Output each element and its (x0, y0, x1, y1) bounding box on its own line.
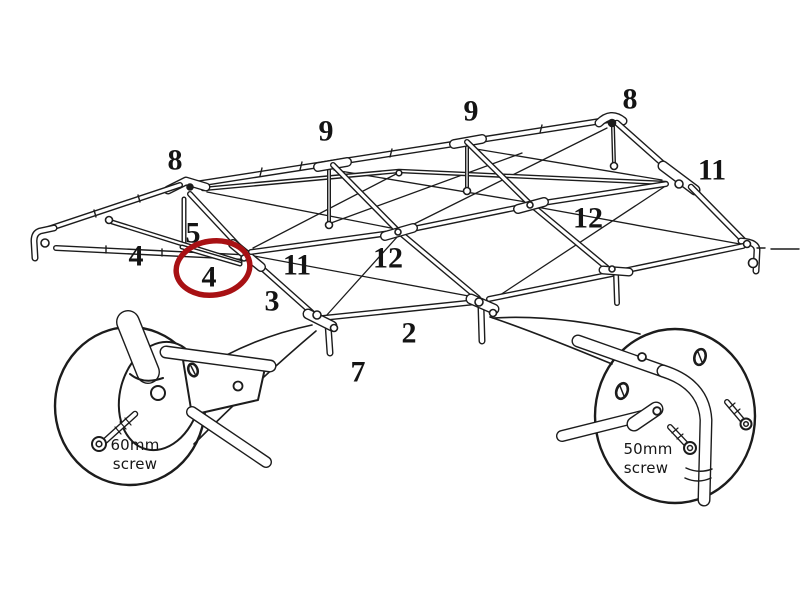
part-label-eave-rail-mid: 12 (373, 242, 403, 275)
bolt (608, 265, 616, 273)
bolt (674, 179, 684, 189)
cable (469, 147, 663, 181)
screw-thread (676, 433, 684, 440)
detail-edge (684, 477, 712, 482)
screw-thread (733, 408, 741, 415)
joint-tick (137, 194, 141, 203)
sleeve-front-right-core (599, 266, 633, 276)
king-post-gable-core (612, 126, 615, 164)
joint-tick (539, 124, 543, 134)
screw-word-right-detail-screw-note: screw (624, 459, 668, 477)
detail-hole (652, 406, 662, 416)
part-label-right-gable-slope: 11 (698, 154, 726, 187)
rear-slope-left-core (46, 183, 182, 231)
bolt (526, 201, 534, 209)
part-label-circled-gable-brace: 4 (202, 261, 217, 294)
screw-size-left-detail-screw-note: 60mm (110, 436, 159, 454)
highlight-ellipse (173, 238, 253, 298)
joint-tick (389, 148, 393, 158)
screw-shaft-50mm-core (668, 425, 689, 447)
bolt (329, 323, 339, 333)
detail-nut-slot (190, 365, 196, 375)
joint-tick (259, 167, 263, 177)
ridge-pole-core (188, 117, 616, 187)
bolt (609, 161, 619, 171)
front-eave-rail-core (249, 182, 668, 254)
joint-tick (93, 209, 97, 218)
screw-thread (728, 402, 736, 409)
bolt (488, 308, 498, 318)
screw-head-center (95, 440, 103, 448)
leg-front-right-core (614, 272, 619, 305)
detail-edge (685, 467, 713, 472)
screw-head-center (742, 420, 750, 428)
cable (530, 205, 741, 245)
screw-size-right-detail-screw-note: 50mm (623, 440, 672, 458)
lower-rail-left-core (321, 300, 478, 320)
bolt (742, 239, 752, 249)
detail-arm-tube-core (160, 346, 276, 372)
detail-strap-tube-core (117, 311, 159, 383)
detail-rail-tube-core (572, 335, 669, 377)
cable (252, 172, 399, 249)
part-label-lower-front-rail: 2 (402, 317, 417, 350)
detail-edge (129, 373, 164, 382)
bolt (324, 220, 334, 230)
bolt (747, 257, 759, 269)
screw-thread (124, 417, 132, 426)
part-label-left-peak-joint: 8 (168, 144, 183, 177)
bracket-front-left-core (303, 309, 337, 331)
detail-hole (637, 352, 647, 362)
detail-nut-slot (697, 351, 703, 363)
lower-rail-mid-core (487, 272, 614, 301)
bolt (394, 228, 402, 236)
screw-thread (114, 426, 122, 435)
bolt (186, 183, 194, 191)
part-label-left-king-post: 5 (186, 217, 201, 250)
frame-drawing (30, 112, 800, 357)
bolt (104, 215, 114, 225)
right-gable-slope-lower-core (689, 185, 748, 245)
bolt (312, 310, 322, 320)
detail-elbow-leg-core (657, 365, 712, 506)
detail-hole (150, 385, 166, 401)
screw-shaft-60mm-core (103, 412, 137, 443)
part-label-front-leg: 7 (351, 356, 366, 389)
part-label-right-peak-joint: 8 (623, 83, 638, 116)
leg-front-mid-core (478, 304, 485, 344)
callout-line (492, 316, 641, 335)
screw-thread (671, 427, 679, 434)
screw-thread (119, 421, 127, 430)
cable (325, 235, 399, 317)
cable (253, 255, 475, 298)
cable (206, 191, 397, 230)
detail-arm-tube-core (187, 407, 271, 467)
screw-shaft-50mm-core (725, 400, 745, 423)
part-label-ridge-pole-right: 9 (464, 95, 479, 128)
bolt (462, 186, 472, 196)
detail-nut-slot (619, 385, 625, 397)
detail-circle-right (593, 327, 757, 505)
screw-word-left-detail-screw-note: screw (113, 455, 157, 473)
lower-rail-right-core (621, 244, 745, 273)
bolt (395, 169, 403, 177)
part-label-eave-rail-right: 12 (573, 202, 603, 235)
right-peak-connector-core (595, 113, 627, 127)
part-label-ridge-pole-left: 9 (319, 115, 334, 148)
highlight-layer (173, 238, 253, 298)
detail-callouts (53, 310, 757, 507)
part-label-eave-rail-left: 11 (283, 249, 311, 282)
part-label-front-slope-bar: 3 (265, 285, 280, 318)
part-label-left-gable-brace: 4 (129, 240, 144, 273)
detail-hole (232, 380, 244, 392)
bolt (607, 118, 617, 128)
bolt (40, 238, 50, 248)
callout-line (489, 316, 613, 365)
screw-head-center (686, 444, 694, 452)
bolt (474, 297, 484, 307)
joint-tick (299, 161, 303, 171)
left-corner-hook-core (31, 225, 57, 261)
